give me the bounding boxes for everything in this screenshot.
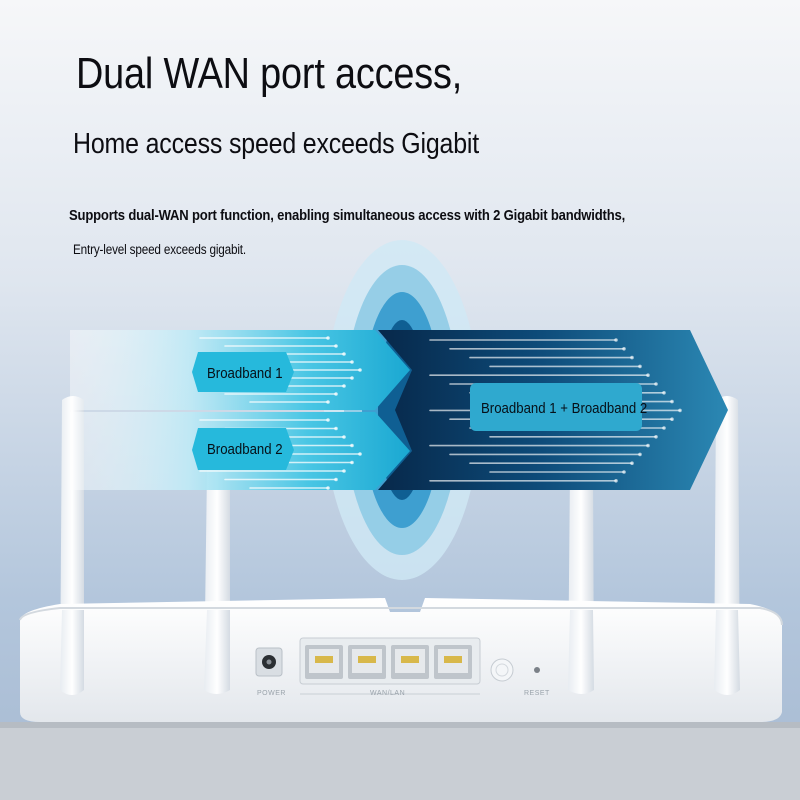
speed-streak-dot bbox=[654, 382, 658, 386]
speed-streak-dot bbox=[622, 470, 626, 474]
speed-streak-dot bbox=[342, 435, 346, 439]
speed-streak-dot bbox=[654, 435, 658, 439]
speed-streak-dot bbox=[350, 360, 354, 364]
speed-streak-dot bbox=[646, 373, 650, 378]
speed-streak-dot bbox=[350, 376, 354, 380]
reset-pinhole-icon bbox=[534, 667, 540, 673]
table-surface bbox=[0, 722, 800, 800]
speed-streak-dot bbox=[630, 461, 634, 466]
speed-streak-dot bbox=[334, 426, 338, 431]
pill-combined bbox=[470, 383, 642, 431]
page-title: Dual WAN port access, bbox=[76, 49, 463, 98]
pill-broadband-2 bbox=[192, 428, 294, 470]
description-line-2: Entry-level speed exceeds gigabit. bbox=[73, 242, 246, 257]
label-combined-bandwidth: Broadband 1 + Broadband 2 bbox=[481, 400, 648, 417]
speed-streak-dot bbox=[350, 460, 354, 465]
power-port-label: POWER bbox=[257, 690, 286, 697]
speed-streak-dot bbox=[622, 347, 626, 351]
ethernet-port-icons bbox=[305, 645, 472, 679]
speed-streak-dot bbox=[350, 443, 354, 448]
speed-streak-dot bbox=[638, 364, 642, 369]
speed-streak-dot bbox=[662, 426, 666, 430]
router bbox=[19, 598, 783, 722]
speed-streak-dot bbox=[342, 352, 346, 356]
speed-streak-dot bbox=[334, 477, 338, 482]
speed-streak-dot bbox=[358, 452, 362, 456]
speed-streak-dot bbox=[670, 417, 674, 422]
speed-streak-dot bbox=[646, 443, 650, 448]
speed-streak-dot bbox=[326, 400, 330, 404]
speed-streak-dot bbox=[358, 368, 362, 372]
wan-lan-port-label: WAN/LAN bbox=[370, 690, 406, 697]
speed-streak-dot bbox=[678, 408, 682, 413]
speed-streak-dot bbox=[342, 469, 346, 473]
speed-streak-dot bbox=[662, 391, 666, 395]
pill-broadband-1 bbox=[192, 352, 294, 392]
label-broadband-2: Broadband 2 bbox=[207, 441, 283, 458]
reset-label: RESET bbox=[524, 690, 550, 697]
speed-streak-dot bbox=[614, 479, 618, 483]
label-broadband-1: Broadband 1 bbox=[207, 365, 283, 382]
speed-streak-dot bbox=[630, 355, 634, 360]
speed-streak-dot bbox=[638, 452, 642, 457]
speed-streak-dot bbox=[326, 418, 330, 422]
speed-streak-dot bbox=[614, 338, 618, 342]
page-subtitle: Home access speed exceeds Gigabit bbox=[73, 128, 480, 160]
speed-streak-dot bbox=[326, 486, 330, 490]
speed-streak-dot bbox=[334, 344, 338, 348]
speed-streak-dot bbox=[334, 392, 338, 396]
wps-button-icon bbox=[490, 658, 514, 682]
speed-streak-dot bbox=[326, 336, 330, 340]
speed-streak-dot bbox=[670, 399, 674, 404]
description-line-1: Supports dual-WAN port function, enablin… bbox=[69, 207, 626, 224]
speed-streak-dot bbox=[342, 384, 346, 388]
